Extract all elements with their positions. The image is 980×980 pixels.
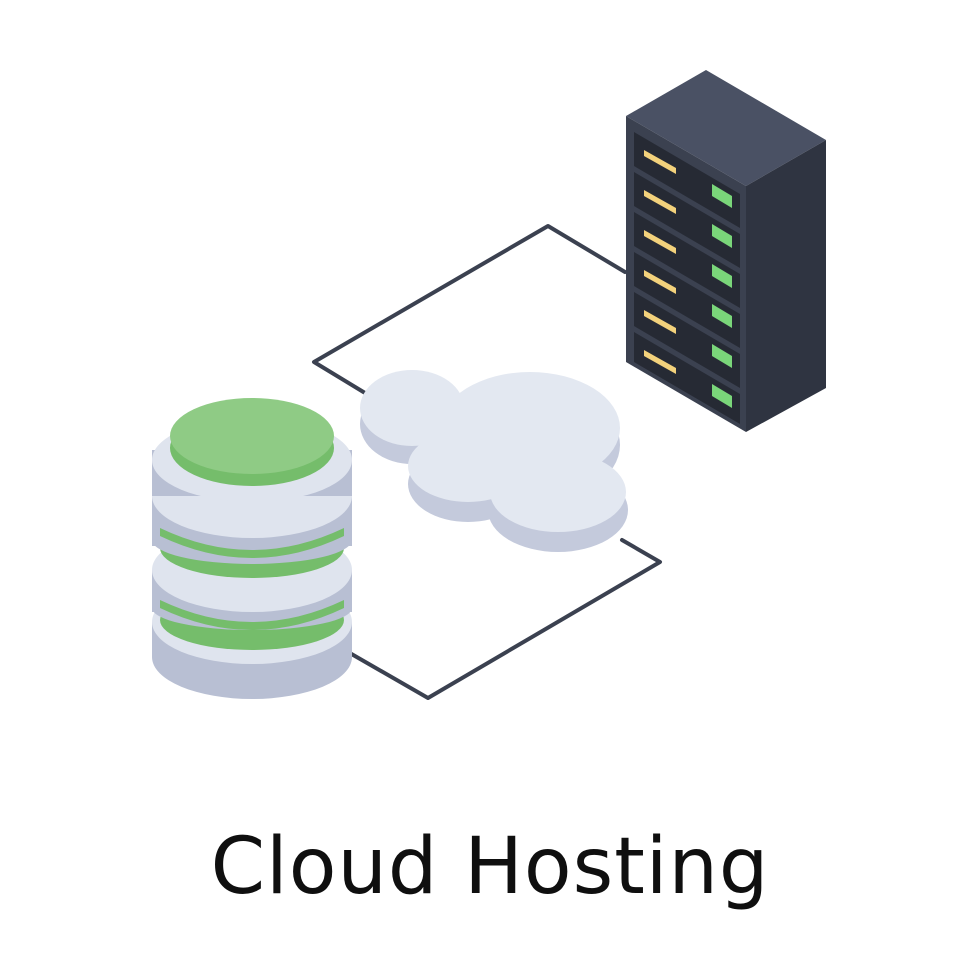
network-link	[312, 224, 662, 700]
cloud-hosting-illustration	[152, 70, 826, 700]
cloud-icon	[360, 370, 628, 552]
caption-title: Cloud Hosting	[210, 822, 770, 912]
server-slots	[634, 132, 740, 424]
database-icon	[152, 398, 352, 699]
server-rack-icon	[626, 70, 826, 432]
